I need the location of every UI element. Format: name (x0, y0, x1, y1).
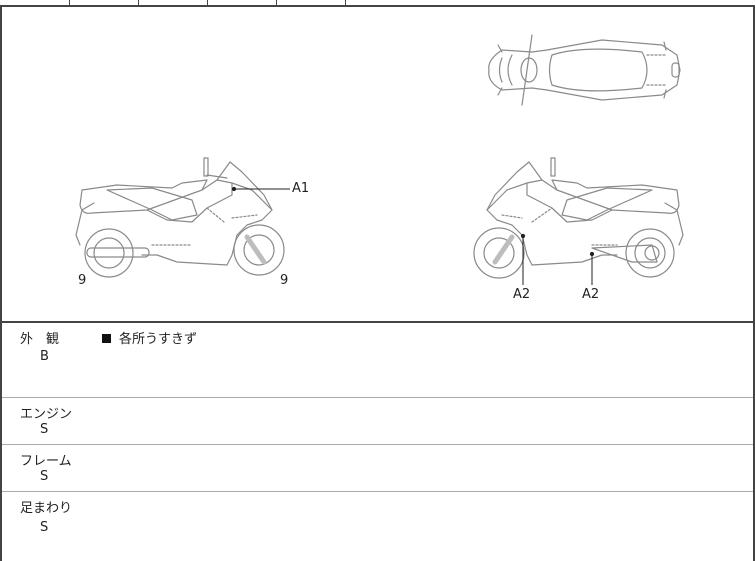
top-cell (69, 0, 139, 5)
right-side-view (473, 157, 684, 279)
section-title: フレーム (20, 454, 72, 469)
top-cell (207, 0, 277, 5)
top-cell (276, 0, 346, 5)
square-bullet-icon (102, 334, 111, 343)
left-side-view (75, 157, 285, 278)
section-title: エンジン (20, 407, 73, 422)
section-engine: エンジン S (2, 398, 753, 445)
section-grade: S (40, 469, 49, 484)
marker-a1-label: A1 (292, 181, 310, 196)
section-suspension: 足まわり S (2, 492, 753, 561)
top-cell (0, 0, 70, 5)
marker-rear-wheel-label: 9 (78, 273, 87, 288)
section-title: 外 観 (20, 332, 60, 347)
section-grade: S (40, 422, 49, 437)
marker-front-wheel-label: 9 (280, 273, 289, 288)
section-exterior: 外 観 各所うすきず B (2, 323, 753, 398)
top-view (488, 34, 681, 106)
marker-a2-floor-label: A2 (582, 287, 600, 302)
top-cell (138, 0, 208, 5)
condition-sections: 外 観 各所うすきず B エンジン S フレーム S 足まわり S (0, 323, 755, 561)
motorcycle-diagram-icon (75, 34, 684, 285)
section-grade: B (40, 349, 49, 364)
section-grade: S (40, 520, 49, 535)
section-frame: フレーム S (2, 445, 753, 492)
section-title: 足まわり (20, 501, 73, 516)
marker-a2-front-label: A2 (513, 287, 531, 302)
section-note: 各所うすきず (102, 328, 197, 347)
damage-diagram: A1 9 9 A2 A2 (0, 5, 755, 323)
top-table-strip (0, 0, 753, 7)
